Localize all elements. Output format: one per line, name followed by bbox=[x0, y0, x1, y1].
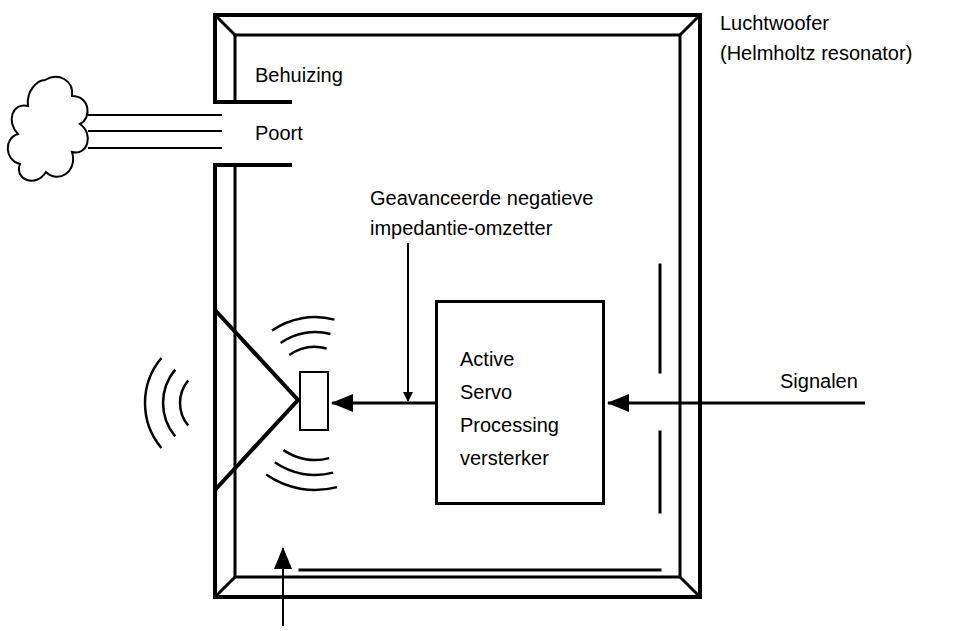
part-label: Behuizing bbox=[255, 60, 395, 90]
signal-arrows bbox=[283, 243, 865, 626]
sound-wave-arc bbox=[289, 347, 326, 355]
housing-frame bbox=[215, 15, 700, 597]
sound-wave-arc bbox=[284, 450, 330, 460]
sound-wave-arc bbox=[272, 317, 334, 331]
part-label: Poort bbox=[255, 118, 335, 148]
sound-waves bbox=[145, 317, 337, 490]
device-title: Luchtwoofer (Helmholtz resonator) bbox=[720, 8, 920, 68]
housing: BehuizingActive Servo Processing verster… bbox=[215, 15, 700, 597]
sound-wave-arc bbox=[266, 475, 337, 490]
air-puff bbox=[8, 77, 222, 181]
sound-wave-arc bbox=[145, 358, 161, 448]
signal-label: Signalen bbox=[780, 366, 900, 396]
sound-wave-arc bbox=[180, 381, 188, 426]
callout-label: Geavanceerde negatieve impedantie-omzett… bbox=[370, 183, 618, 243]
sound-wave-arc bbox=[275, 462, 333, 475]
sound-wave-arc bbox=[163, 370, 175, 437]
sound-wave-arc bbox=[281, 332, 331, 343]
box-label: Active Servo Processing versterker bbox=[460, 343, 565, 475]
amplifier-box: Active Servo Processing versterker bbox=[435, 300, 605, 505]
speaker-cone bbox=[215, 310, 328, 490]
